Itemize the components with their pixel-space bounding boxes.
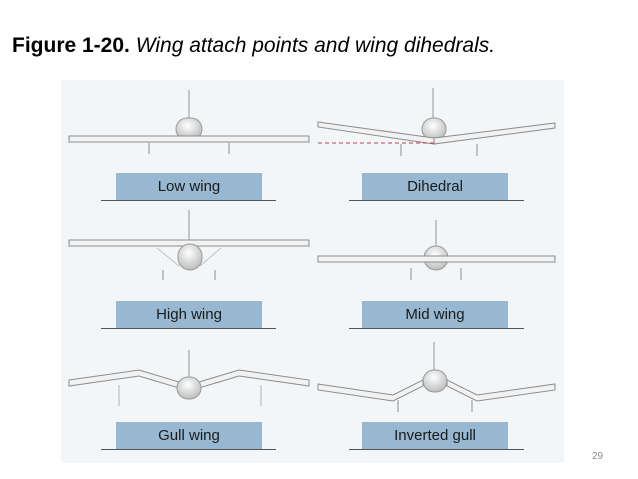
page-number: 29 (592, 451, 604, 462)
label-gull-wing: Gull wing (116, 422, 262, 449)
label-gull-wing-underline (101, 449, 276, 450)
dihedral-left-wing (317, 121, 435, 145)
label-dihedral: Dihedral (362, 173, 508, 200)
high-wing-fuselage (177, 243, 203, 271)
gull-wing-airplane (68, 350, 310, 406)
dihedral-right-wing (433, 122, 556, 145)
gull-wing-right-wing (198, 369, 310, 389)
dihedral-airplane (317, 88, 556, 156)
inverted-gull-right-wing (446, 379, 556, 402)
high-wing-airplane (68, 210, 310, 280)
inverted-gull-left-wing (317, 379, 424, 402)
inverted-gull-fuselage (422, 369, 448, 393)
label-mid-wing: Mid wing (362, 301, 508, 328)
label-low-wing: Low wing (116, 173, 262, 200)
mid-wing-airplane (317, 220, 556, 280)
label-dihedral-underline (349, 200, 524, 201)
high-wing-right-strut (199, 247, 222, 267)
figure-title-number: Figure 1-20. (12, 34, 130, 57)
wing-diagram-panel: Low wing Dihedral High wing Mid wing Gul… (61, 80, 564, 463)
inverted-gull-airplane (317, 342, 556, 412)
gull-wing-fuselage (176, 376, 202, 400)
figure-title: Figure 1-20. Wing attach points and wing… (12, 34, 495, 58)
label-mid-wing-underline (349, 328, 524, 329)
label-high-wing-underline (101, 328, 276, 329)
high-wing-left-strut (156, 247, 180, 267)
low-wing-airplane (68, 90, 310, 154)
gull-wing-left-wing (68, 369, 180, 389)
high-wing-wing (68, 239, 310, 247)
label-low-wing-underline (101, 200, 276, 201)
figure-title-caption: Wing attach points and wing dihedrals. (135, 34, 496, 57)
mid-wing-wing (317, 255, 556, 263)
wing-diagram-art (68, 88, 556, 412)
label-inverted-gull: Inverted gull (362, 422, 508, 449)
low-wing-wing (68, 135, 310, 143)
label-high-wing: High wing (116, 301, 262, 328)
label-inverted-gull-underline (349, 449, 524, 450)
